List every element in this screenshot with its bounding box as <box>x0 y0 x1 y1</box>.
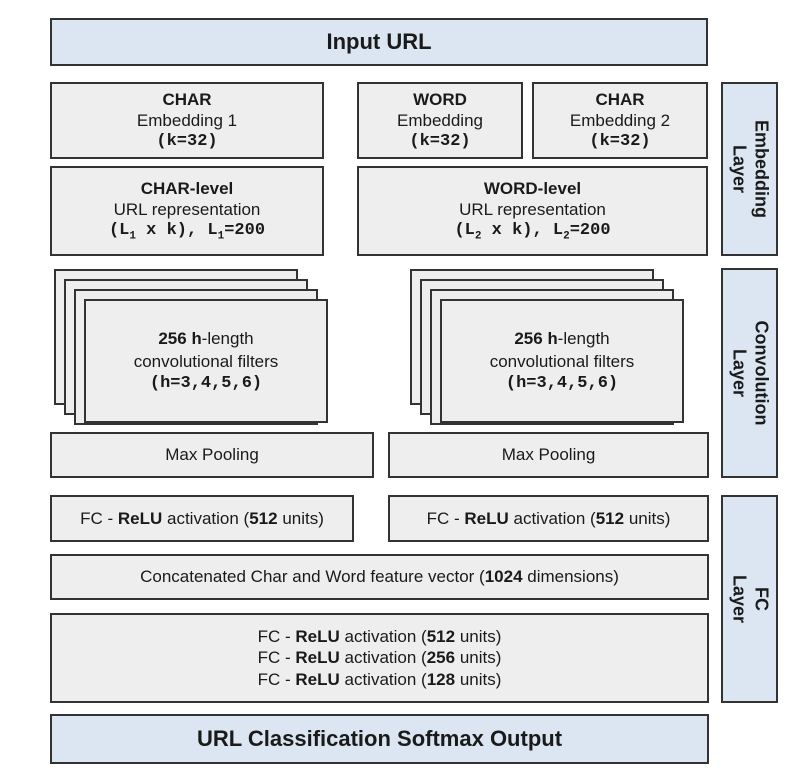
softmax-output-label: URL Classification Softmax Output <box>196 726 563 752</box>
conv-filters-left-line1: 256 h-length <box>158 329 254 351</box>
fc-stack-line-1: FC - ReLU activation (512 units) <box>257 627 502 647</box>
char-embedding-2-title: CHAR <box>595 89 645 109</box>
char-embedding-1-title: CHAR <box>162 89 212 109</box>
embedding-layer-label: Embedding Layer <box>729 120 772 218</box>
char-embedding-1-box: CHAR Embedding 1 (k=32) <box>50 82 324 159</box>
conv-filters-right-box: 256 h-length convolutional filters (h=3,… <box>440 299 684 423</box>
word-level-formula: (L2 x k), L2=200 <box>454 221 611 243</box>
char-level-formula: (L1 x k), L1=200 <box>108 221 266 243</box>
convolution-layer-label: Convolution Layer <box>729 320 772 426</box>
char-embedding-1-subtitle: Embedding 1 <box>136 110 238 130</box>
conv-filters-right-line1: 256 h-length <box>514 329 610 351</box>
convolution-layer-side-label: Convolution Layer <box>721 268 778 478</box>
concatenated-feature-vector-label: Concatenated Char and Word feature vecto… <box>140 567 619 587</box>
fc-relu-left-label: FC - ReLU activation (512 units) <box>80 508 324 528</box>
embedding-layer-side-label: Embedding Layer <box>721 82 778 256</box>
softmax-output-box: URL Classification Softmax Output <box>50 714 709 764</box>
char-embedding-2-subtitle: Embedding 2 <box>569 110 671 130</box>
fc-stack-line-3: FC - ReLU activation (128 units) <box>257 669 502 689</box>
fc-relu-left-box: FC - ReLU activation (512 units) <box>50 495 354 542</box>
conv-filters-right-line2: convolutional filters <box>489 352 635 372</box>
char-embedding-1-k: (k=32) <box>156 132 218 152</box>
fc-stack-box: FC - ReLU activation (512 units) FC - Re… <box>50 613 709 703</box>
word-level-title: WORD-level <box>483 178 582 198</box>
char-level-title: CHAR-level <box>140 178 234 198</box>
word-embedding-k: (k=32) <box>409 132 471 152</box>
max-pooling-right-label: Max Pooling <box>501 445 596 465</box>
fc-layer-side-label: FC Layer <box>721 495 778 703</box>
concatenated-feature-vector-box: Concatenated Char and Word feature vecto… <box>50 554 709 600</box>
word-embedding-box: WORD Embedding (k=32) <box>357 82 523 159</box>
word-level-representation-box: WORD-level URL representation (L2 x k), … <box>357 166 708 256</box>
fc-stack-line-2: FC - ReLU activation (256 units) <box>257 648 502 668</box>
word-embedding-title: WORD <box>413 89 467 109</box>
conv-filters-left-line3: (h=3,4,5,6) <box>149 373 263 393</box>
char-embedding-2-box: CHAR Embedding 2 (k=32) <box>532 82 708 159</box>
char-level-representation-box: CHAR-level URL representation (L1 x k), … <box>50 166 324 256</box>
max-pooling-left-box: Max Pooling <box>50 432 374 478</box>
word-embedding-subtitle: Embedding <box>396 110 483 130</box>
conv-filters-left-box: 256 h-length convolutional filters (h=3,… <box>84 299 328 423</box>
word-level-subtitle: URL representation <box>459 199 606 219</box>
max-pooling-left-label: Max Pooling <box>165 445 259 465</box>
input-url-label: Input URL <box>326 29 432 55</box>
max-pooling-right-box: Max Pooling <box>388 432 709 478</box>
fc-relu-right-label: FC - ReLU activation (512 units) <box>426 508 671 528</box>
char-level-subtitle: URL representation <box>113 199 261 219</box>
input-url-box: Input URL <box>50 18 708 66</box>
conv-filters-left-line2: convolutional filters <box>133 352 279 372</box>
conv-filters-right-line3: (h=3,4,5,6) <box>505 373 619 393</box>
char-embedding-2-k: (k=32) <box>589 132 651 152</box>
fc-layer-label: FC Layer <box>729 574 772 624</box>
fc-relu-right-box: FC - ReLU activation (512 units) <box>388 495 709 542</box>
